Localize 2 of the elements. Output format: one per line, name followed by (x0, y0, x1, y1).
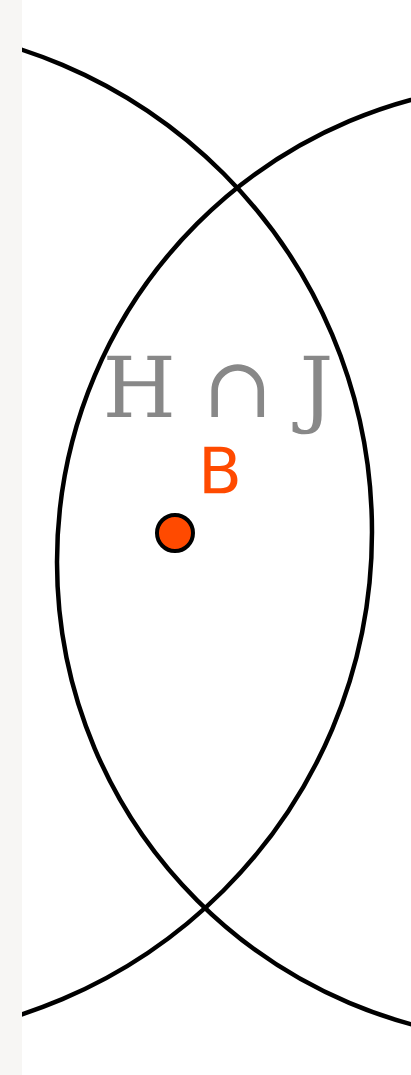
set-label: H ∩ J (107, 355, 330, 435)
point-label: B (204, 446, 238, 494)
